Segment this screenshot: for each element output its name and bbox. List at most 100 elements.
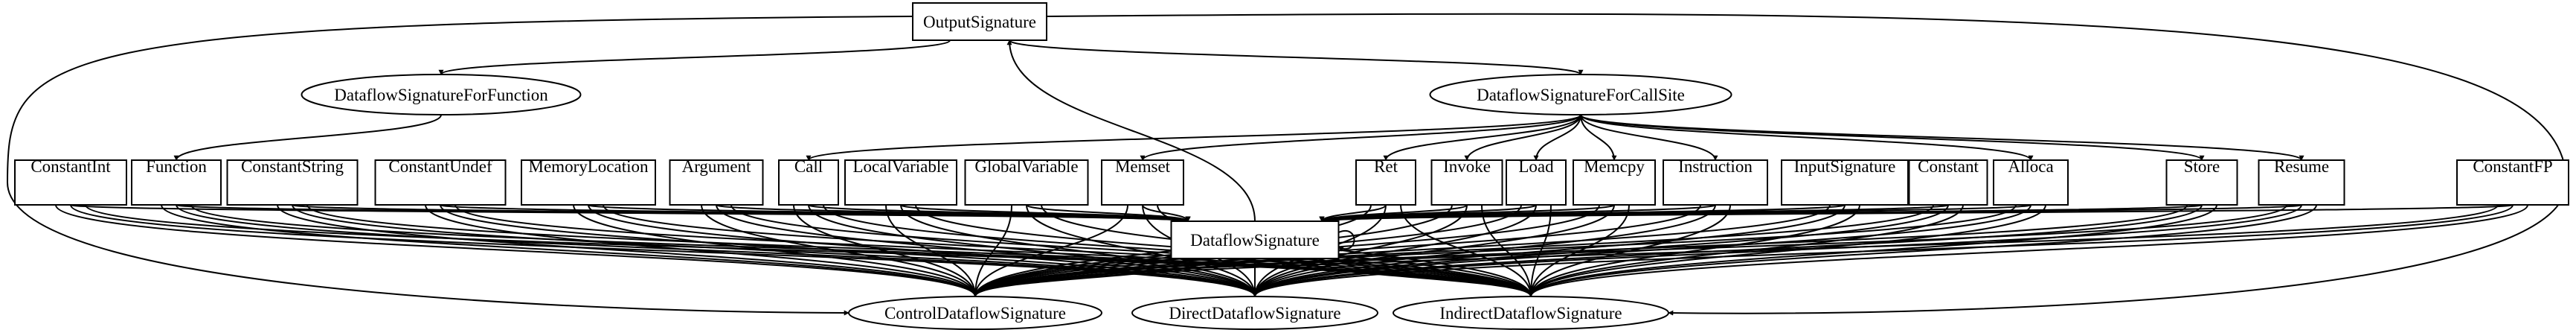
edge-dataflow-signature-self-loop: [1337, 230, 1355, 252]
edge-memcpy-to-direct-signature: [1252, 204, 1615, 297]
edge-dataflow-to-control-signature: [972, 258, 1211, 297]
edge-argument-to-direct-signature: [716, 204, 1258, 297]
node-direct-dataflow-signature-shape: [1131, 296, 1378, 330]
edge-constant-fp-to-indirect-signature: [1528, 204, 2528, 297]
node-dataflow-signature-shape: [1170, 220, 1340, 259]
edge-constant-fp-to-control-signature: [972, 204, 2499, 297]
edge-constant-fp-to-direct-signature: [1252, 204, 2514, 297]
edge-invoke-to-direct-signature: [1252, 204, 1468, 297]
node-dataflow-signature: DataflowSignature: [1170, 220, 1340, 259]
node-constant-int-label: ConstantInt: [30, 157, 111, 176]
node-constant-fp: ConstantFP: [2456, 157, 2569, 206]
edge-input-signature-to-direct-signature: [1252, 204, 1846, 297]
edge-call-site-to-alloca: [1580, 114, 2034, 161]
node-function-shape: [131, 159, 222, 206]
node-dataflow-signature-for-function-shape: [301, 74, 582, 115]
node-direct-dataflow-signature: DirectDataflowSignature: [1131, 296, 1378, 330]
edge-memset-to-control-signature: [972, 204, 1128, 297]
node-dataflow-signature-label: DataflowSignature: [1190, 231, 1320, 250]
node-output-signature-label: OutputSignature: [923, 13, 1036, 31]
node-memset-shape: [1101, 159, 1184, 206]
edge-argument-to-indirect-signature: [730, 204, 1534, 297]
node-memset-label: Memset: [1115, 157, 1171, 176]
node-constant-fp-shape: [2456, 159, 2569, 206]
node-argument: Argument: [669, 157, 764, 206]
node-function-label: Function: [146, 157, 207, 176]
node-store-shape: [2165, 159, 2238, 206]
edge-constant-fp-to-dataflow-signature: [1320, 204, 2514, 222]
node-call-shape: [778, 159, 839, 206]
edge-memory-location-to-control-signature: [573, 204, 978, 297]
node-input-signature-label: InputSignature: [1794, 157, 1896, 176]
node-instruction-label: Instruction: [1678, 157, 1753, 176]
node-constant-label: Constant: [1918, 157, 1979, 176]
node-constant-int-shape: [14, 159, 127, 206]
node-constant-shape: [1908, 159, 1988, 206]
node-dataflow-signature-for-call-site-shape: [1429, 74, 1732, 115]
node-resume: Resume: [2258, 157, 2345, 206]
edge-input-signature-to-indirect-signature: [1528, 204, 1860, 297]
node-function: Function: [131, 157, 222, 206]
node-invoke-shape: [1430, 159, 1503, 206]
node-constant-fp-label: ConstantFP: [2473, 157, 2552, 176]
node-input-signature: InputSignature: [1781, 157, 1909, 206]
node-alloca-shape: [1993, 159, 2069, 206]
node-global-variable: GlobalVariable: [964, 157, 1089, 206]
edge-call-site-to-load: [1533, 114, 1581, 161]
node-constant-string-label: ConstantString: [241, 157, 344, 176]
node-memory-location: MemoryLocation: [521, 157, 656, 206]
edge-call-site-to-memset: [1140, 114, 1581, 161]
node-load: Load: [1506, 157, 1567, 206]
node-dataflow-signature-for-function: DataflowSignatureForFunction: [301, 74, 582, 115]
edge-call-site-to-call: [806, 114, 1581, 161]
node-indirect-dataflow-signature-label: IndirectDataflowSignature: [1439, 304, 1622, 323]
node-indirect-dataflow-signature-shape: [1393, 296, 1669, 330]
node-global-variable-shape: [964, 159, 1089, 206]
node-output-signature: OutputSignature: [912, 2, 1047, 41]
edge-global-variable-to-control-signature: [972, 204, 1012, 297]
node-constant-int: ConstantInt: [14, 157, 127, 206]
node-memcpy-shape: [1573, 159, 1656, 206]
edge-function-to-control-signature: [161, 204, 978, 297]
node-call-label: Call: [794, 157, 823, 176]
node-local-variable-label: LocalVariable: [853, 157, 949, 176]
node-memcpy-label: Memcpy: [1584, 157, 1645, 176]
node-argument-label: Argument: [682, 157, 751, 176]
node-control-dataflow-signature-label: ControlDataflowSignature: [884, 304, 1066, 323]
edge-memset-to-dataflow-signature: [1142, 204, 1191, 222]
edge-layer: [6, 13, 2568, 316]
node-store: Store: [2165, 157, 2238, 206]
edge-call-site-to-instruction: [1580, 114, 1718, 161]
edge-constant-to-direct-signature: [1252, 204, 1949, 297]
edge-call-site-to-memcpy: [1580, 114, 1617, 161]
node-memcpy: Memcpy: [1573, 157, 1656, 206]
node-dataflow-signature-for-call-site: DataflowSignatureForCallSite: [1429, 74, 1732, 115]
node-load-shape: [1506, 159, 1567, 206]
edge-constant-int-to-direct-signature: [70, 204, 1258, 297]
edge-constant-undef-to-direct-signature: [440, 204, 1258, 297]
edge-argument-to-control-signature: [701, 204, 978, 297]
node-ret-shape: [1355, 159, 1416, 206]
node-global-variable-label: GlobalVariable: [974, 157, 1078, 176]
edge-constant-int-to-control-signature: [55, 204, 978, 297]
edge-function-signature-to-function: [173, 114, 442, 161]
node-resume-shape: [2258, 159, 2345, 206]
edge-function-to-indirect-signature: [190, 204, 1534, 297]
edge-function-to-direct-signature: [176, 204, 1258, 297]
node-invoke-label: Invoke: [1443, 157, 1491, 176]
edge-dataflow-to-indirect-signature: [1299, 258, 1534, 297]
node-control-dataflow-signature-shape: [848, 296, 1102, 330]
node-constant-undef-shape: [374, 159, 507, 206]
node-resume-label: Resume: [2274, 157, 2329, 176]
node-load-label: Load: [1518, 157, 1554, 176]
edge-alloca-to-control-signature: [972, 204, 2017, 297]
edge-call-site-to-ret: [1383, 114, 1581, 161]
node-constant: Constant: [1908, 157, 1988, 206]
node-ret-label: Ret: [1374, 157, 1398, 176]
node-memset: Memset: [1101, 157, 1184, 206]
node-input-signature-shape: [1781, 159, 1909, 206]
node-argument-shape: [669, 159, 764, 206]
node-alloca-label: Alloca: [2008, 157, 2053, 176]
edge-output-to-indirect-outer: [1046, 13, 2568, 316]
edge-resume-to-indirect-signature: [1528, 204, 2317, 297]
